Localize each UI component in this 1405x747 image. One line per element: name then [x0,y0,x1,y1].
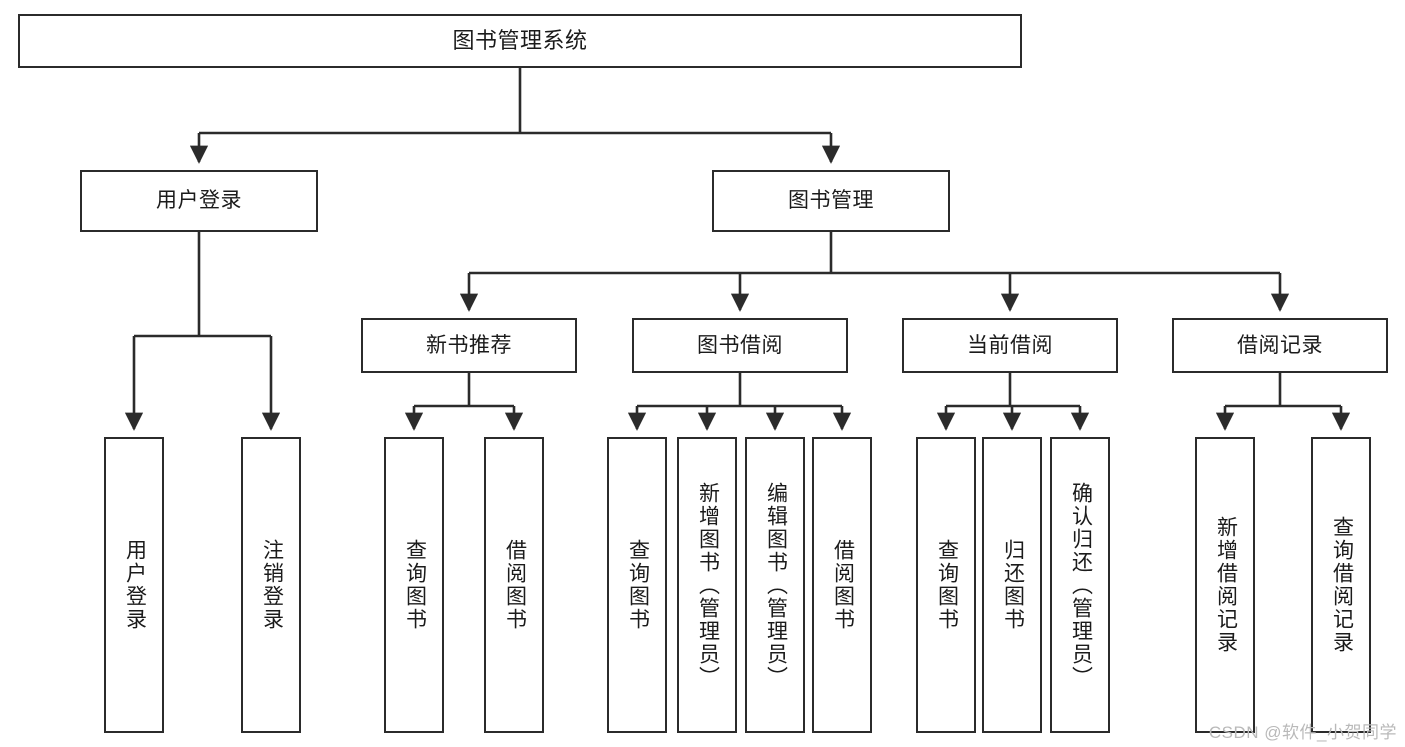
node-new-book-recommend[interactable]: 新书推荐 [361,318,577,373]
leaf-query-book-3-label: 查询图书 [935,539,959,631]
leaf-add-book-label: 新增图书（管理员） [696,481,720,689]
leaf-query-book-1-label: 查询图书 [403,539,427,631]
node-borrow-record[interactable]: 借阅记录 [1172,318,1388,373]
leaf-borrow-book-1[interactable]: 借阅图书 [484,437,544,733]
leaf-query-book-2-label: 查询图书 [626,539,650,631]
node-book-borrow-label: 图书借阅 [697,333,783,357]
node-user-login-label: 用户登录 [156,189,242,213]
leaf-user-login[interactable]: 用户登录 [104,437,164,733]
node-book-manage-label: 图书管理 [788,189,874,213]
leaf-return-book-label: 归还图书 [1001,539,1025,631]
leaf-borrow-book-1-label: 借阅图书 [503,539,527,631]
leaf-query-book-3[interactable]: 查询图书 [916,437,976,733]
node-root[interactable]: 图书管理系统 [18,14,1022,68]
leaf-query-book-1[interactable]: 查询图书 [384,437,444,733]
leaf-query-record[interactable]: 查询借阅记录 [1311,437,1371,733]
node-current-borrow[interactable]: 当前借阅 [902,318,1118,373]
leaf-return-book[interactable]: 归还图书 [982,437,1042,733]
leaf-add-record[interactable]: 新增借阅记录 [1195,437,1255,733]
leaf-user-login-label: 用户登录 [123,539,147,631]
leaf-logout-label: 注销登录 [260,539,284,631]
leaf-borrow-book-2-label: 借阅图书 [831,539,855,631]
leaf-query-book-2[interactable]: 查询图书 [607,437,667,733]
leaf-logout[interactable]: 注销登录 [241,437,301,733]
leaf-confirm-return[interactable]: 确认归还（管理员） [1050,437,1110,733]
node-borrow-record-label: 借阅记录 [1237,333,1323,357]
leaf-edit-book-label: 编辑图书（管理员） [764,481,788,689]
node-book-manage[interactable]: 图书管理 [712,170,950,232]
node-new-book-recommend-label: 新书推荐 [426,333,512,357]
leaf-query-record-label: 查询借阅记录 [1330,516,1354,654]
node-current-borrow-label: 当前借阅 [967,333,1053,357]
leaf-borrow-book-2[interactable]: 借阅图书 [812,437,872,733]
leaf-confirm-return-label: 确认归还（管理员） [1069,481,1093,689]
leaf-add-record-label: 新增借阅记录 [1214,516,1238,654]
leaf-edit-book[interactable]: 编辑图书（管理员） [745,437,805,733]
watermark: CSDN @软件_小贺同学 [1208,723,1397,742]
node-user-login[interactable]: 用户登录 [80,170,318,232]
leaf-add-book[interactable]: 新增图书（管理员） [677,437,737,733]
node-root-label: 图书管理系统 [452,27,588,53]
node-book-borrow[interactable]: 图书借阅 [632,318,848,373]
